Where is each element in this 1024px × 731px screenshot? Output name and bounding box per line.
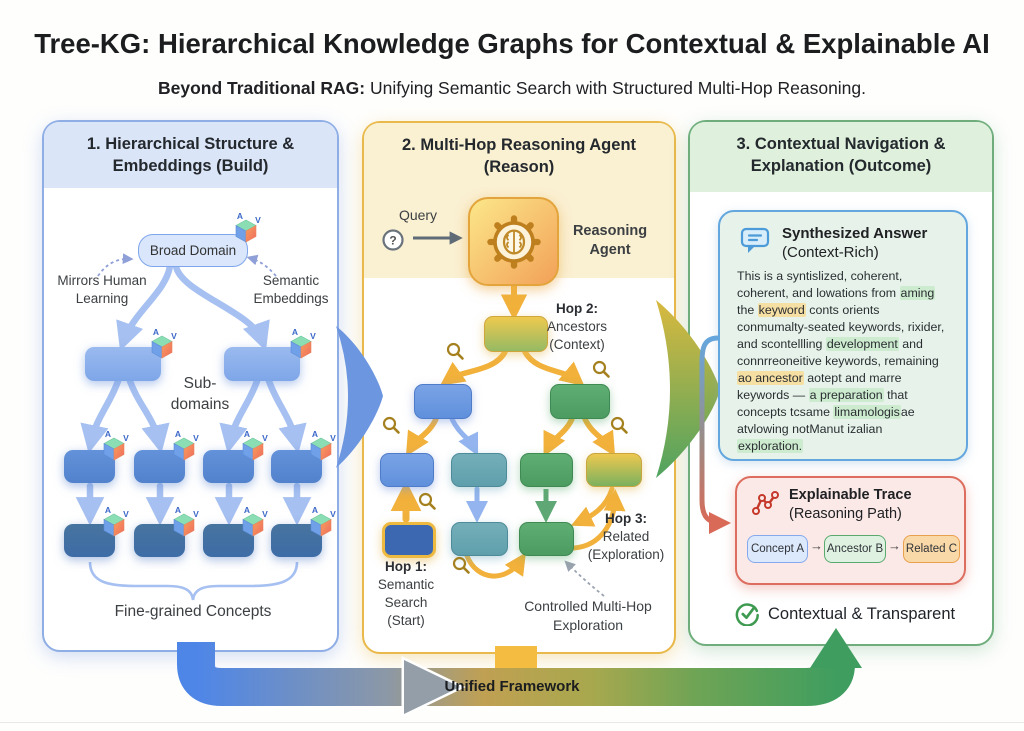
panel2-title-line1: 2. Multi-Hop Reasoning Agent <box>401 136 637 154</box>
check-circle-icon <box>735 603 759 626</box>
trace-card-title: Explainable Trace <box>789 487 912 503</box>
panel3-header: 3. Contextual Navigation & Explanation (… <box>690 122 992 192</box>
graph-node-yellow-green <box>586 453 642 487</box>
hop3-label: Hop 3: Related (Exploration) <box>587 511 665 562</box>
concept-node <box>134 450 185 483</box>
chat-bubble-icon <box>740 227 770 253</box>
concept-node <box>64 450 115 483</box>
svg-text:?: ? <box>389 234 396 248</box>
label-fine-grained-concepts: Fine-grained Concepts <box>114 603 272 620</box>
contextual-transparent-label: Contextual & Transparent <box>768 605 956 623</box>
graph-node-blue <box>380 453 434 487</box>
gear-brain-icon <box>486 214 541 269</box>
answer-body-text: This is a syntislized, coherent, coheren… <box>737 269 945 453</box>
panel2-title-line2: (Reason) <box>483 157 555 176</box>
trace-chip-related-c: Related C <box>903 535 960 563</box>
graph-node-teal <box>451 522 508 556</box>
question-icon: ? <box>382 229 404 251</box>
fine-concept-node <box>271 524 322 557</box>
panel1-title-line1: 1. Hierarchical Structure & <box>86 135 295 153</box>
magnifier-icon <box>418 492 436 510</box>
page-bottom-divider <box>0 722 1024 723</box>
panel1-header: 1. Hierarchical Structure & Embeddings (… <box>44 122 337 188</box>
graph-node-green <box>519 522 574 556</box>
page-title: Tree-KG: Hierarchical Knowledge Graphs f… <box>34 28 990 59</box>
graph-node-green <box>550 384 610 419</box>
trace-arrow: → <box>888 538 901 553</box>
fine-concept-node <box>203 524 254 557</box>
magnifier-icon <box>446 342 464 360</box>
graph-node-teal <box>451 453 507 487</box>
fine-concept-node <box>64 524 115 557</box>
subdomain-node <box>85 347 161 381</box>
subtitle-rest: Unifying Semantic Search with Structured… <box>365 78 867 98</box>
trace-chip-ancestor-b: Ancestor B <box>824 535 886 563</box>
trace-chip-concept-a: Concept A <box>747 535 808 563</box>
panel3-title-line1: 3. Contextual Navigation & <box>736 135 946 153</box>
unified-framework-label: Unified Framework <box>444 678 580 695</box>
reasoning-agent-box <box>468 197 559 286</box>
panel1-title-line2: Embeddings (Build) <box>112 156 269 175</box>
hop1-start-node <box>382 522 436 558</box>
concept-node <box>203 450 254 483</box>
explainable-trace-card: Explainable Trace (Reasoning Path) Conce… <box>735 476 966 585</box>
label-subdomains: Sub-domains <box>170 375 230 413</box>
hop2-label: Hop 2: Ancestors (Context) <box>546 301 608 352</box>
panel3-title-line2: Explanation (Outcome) <box>750 156 932 175</box>
trace-card-subtitle: (Reasoning Path) <box>789 506 902 522</box>
synthesized-answer-card: Synthesized Answer (Context-Rich) This i… <box>718 210 968 461</box>
answer-card-subtitle: (Context-Rich) <box>782 244 879 261</box>
subdomain-node <box>224 347 300 381</box>
hop1-label: Hop 1: Semantic Search (Start) <box>377 559 435 628</box>
page-subtitle: Beyond Traditional RAG: Unifying Semanti… <box>158 78 866 99</box>
trace-arrow: → <box>810 538 823 553</box>
magnifier-icon <box>592 360 610 378</box>
concept-node <box>271 450 322 483</box>
magnifier-icon <box>452 556 470 574</box>
fine-concept-node <box>134 524 185 557</box>
root-node-broad-domain: Broad Domain <box>138 234 248 267</box>
graph-node-green <box>520 453 573 487</box>
magnifier-icon <box>382 416 400 434</box>
hop2-node <box>484 316 548 352</box>
trace-path-icon <box>752 491 779 515</box>
query-label: Query <box>398 207 438 223</box>
answer-card-title: Synthesized Answer <box>782 225 928 242</box>
subtitle-bold: Beyond Traditional RAG: <box>157 78 366 98</box>
graph-node-blue <box>414 384 472 419</box>
magnifier-icon <box>610 416 628 434</box>
